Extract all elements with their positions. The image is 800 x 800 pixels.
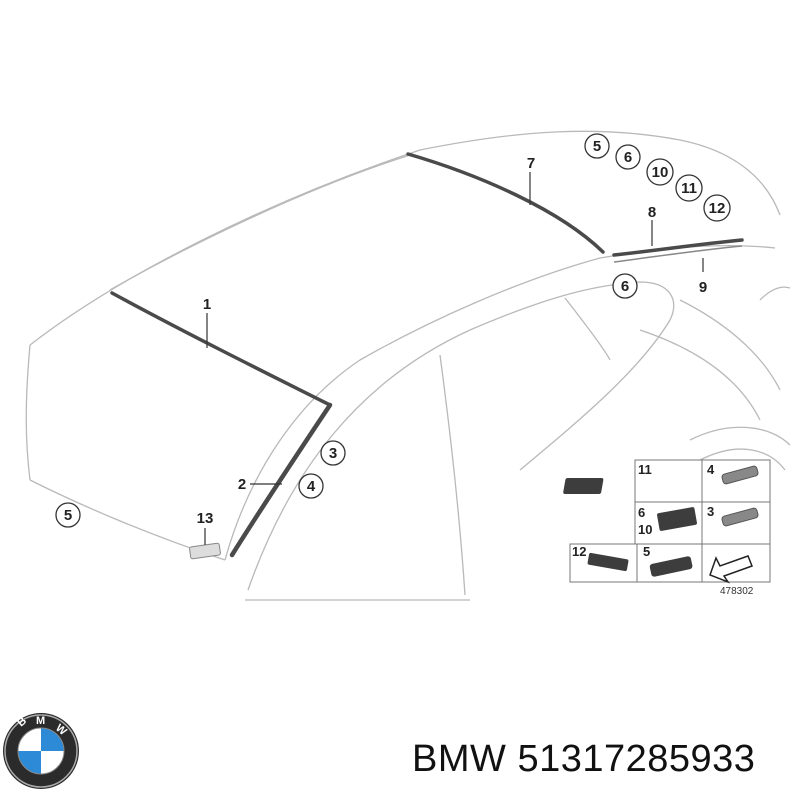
- clip-4-shape: [721, 465, 759, 485]
- windshield-top-moulding: [110, 291, 332, 407]
- parts: [110, 152, 744, 560]
- inset-label-3: 3: [707, 504, 714, 519]
- inset-label-12: 12: [572, 544, 586, 559]
- car-outline: [25, 130, 791, 601]
- svg-text:6: 6: [621, 278, 629, 295]
- roof-moulding: [406, 152, 605, 254]
- pad-11-shape: [563, 478, 604, 494]
- callout-5-left: 5: [55, 502, 81, 528]
- inset-label-5: 5: [643, 544, 650, 559]
- part-number: 51317285933: [517, 738, 756, 780]
- inset-label-11: 11: [638, 462, 652, 477]
- callout-7: 7: [527, 155, 535, 172]
- a-pillar-moulding: [229, 402, 333, 558]
- part-caption: BMW 51317285933: [412, 738, 792, 788]
- callout-12: 12: [703, 194, 731, 222]
- brand-name: BMW: [412, 738, 507, 780]
- svg-text:6: 6: [624, 149, 632, 166]
- diagram-reference: 478302: [720, 586, 754, 597]
- callout-2: 2: [238, 476, 246, 493]
- pad-6-shape: [657, 507, 697, 531]
- leader-lines: [204, 172, 704, 545]
- svg-text:M: M: [36, 715, 45, 727]
- callout-13: 13: [197, 510, 214, 527]
- pad-5-shape: [649, 556, 693, 577]
- inset-label-4: 4: [707, 462, 715, 477]
- callout-1: 1: [203, 296, 211, 313]
- svg-text:4: 4: [307, 478, 316, 495]
- callout-9: 9: [699, 279, 707, 296]
- callout-3: 3: [320, 440, 346, 466]
- svg-text:3: 3: [329, 445, 337, 462]
- svg-text:11: 11: [681, 180, 697, 197]
- clip-3-shape: [721, 507, 759, 527]
- parts-inset: 11 4 6 10 3 12 5 478302: [563, 459, 771, 597]
- callout-8: 8: [648, 204, 656, 221]
- clip-part-13: [189, 542, 221, 560]
- pad-12-shape: [587, 552, 629, 572]
- svg-text:10: 10: [652, 164, 669, 181]
- bmw-logo-icon: B M W: [3, 713, 79, 789]
- callout-4: 4: [298, 473, 324, 499]
- inset-label-6: 6: [638, 505, 645, 520]
- svg-text:12: 12: [709, 200, 726, 217]
- svg-text:5: 5: [64, 507, 72, 524]
- svg-text:5: 5: [593, 138, 601, 155]
- rear-moulding: [612, 238, 744, 257]
- callout-6-top: 6: [615, 144, 641, 170]
- arrow-icon: [709, 555, 753, 584]
- callout-10: 10: [646, 158, 674, 186]
- inset-label-10: 10: [638, 522, 652, 537]
- callout-6-mid: 6: [612, 273, 638, 299]
- callout-labels: 5 6 10 11 12 7 8 9 6 1 3: [55, 133, 731, 528]
- callout-11: 11: [675, 174, 703, 202]
- callout-5-top: 5: [584, 133, 610, 159]
